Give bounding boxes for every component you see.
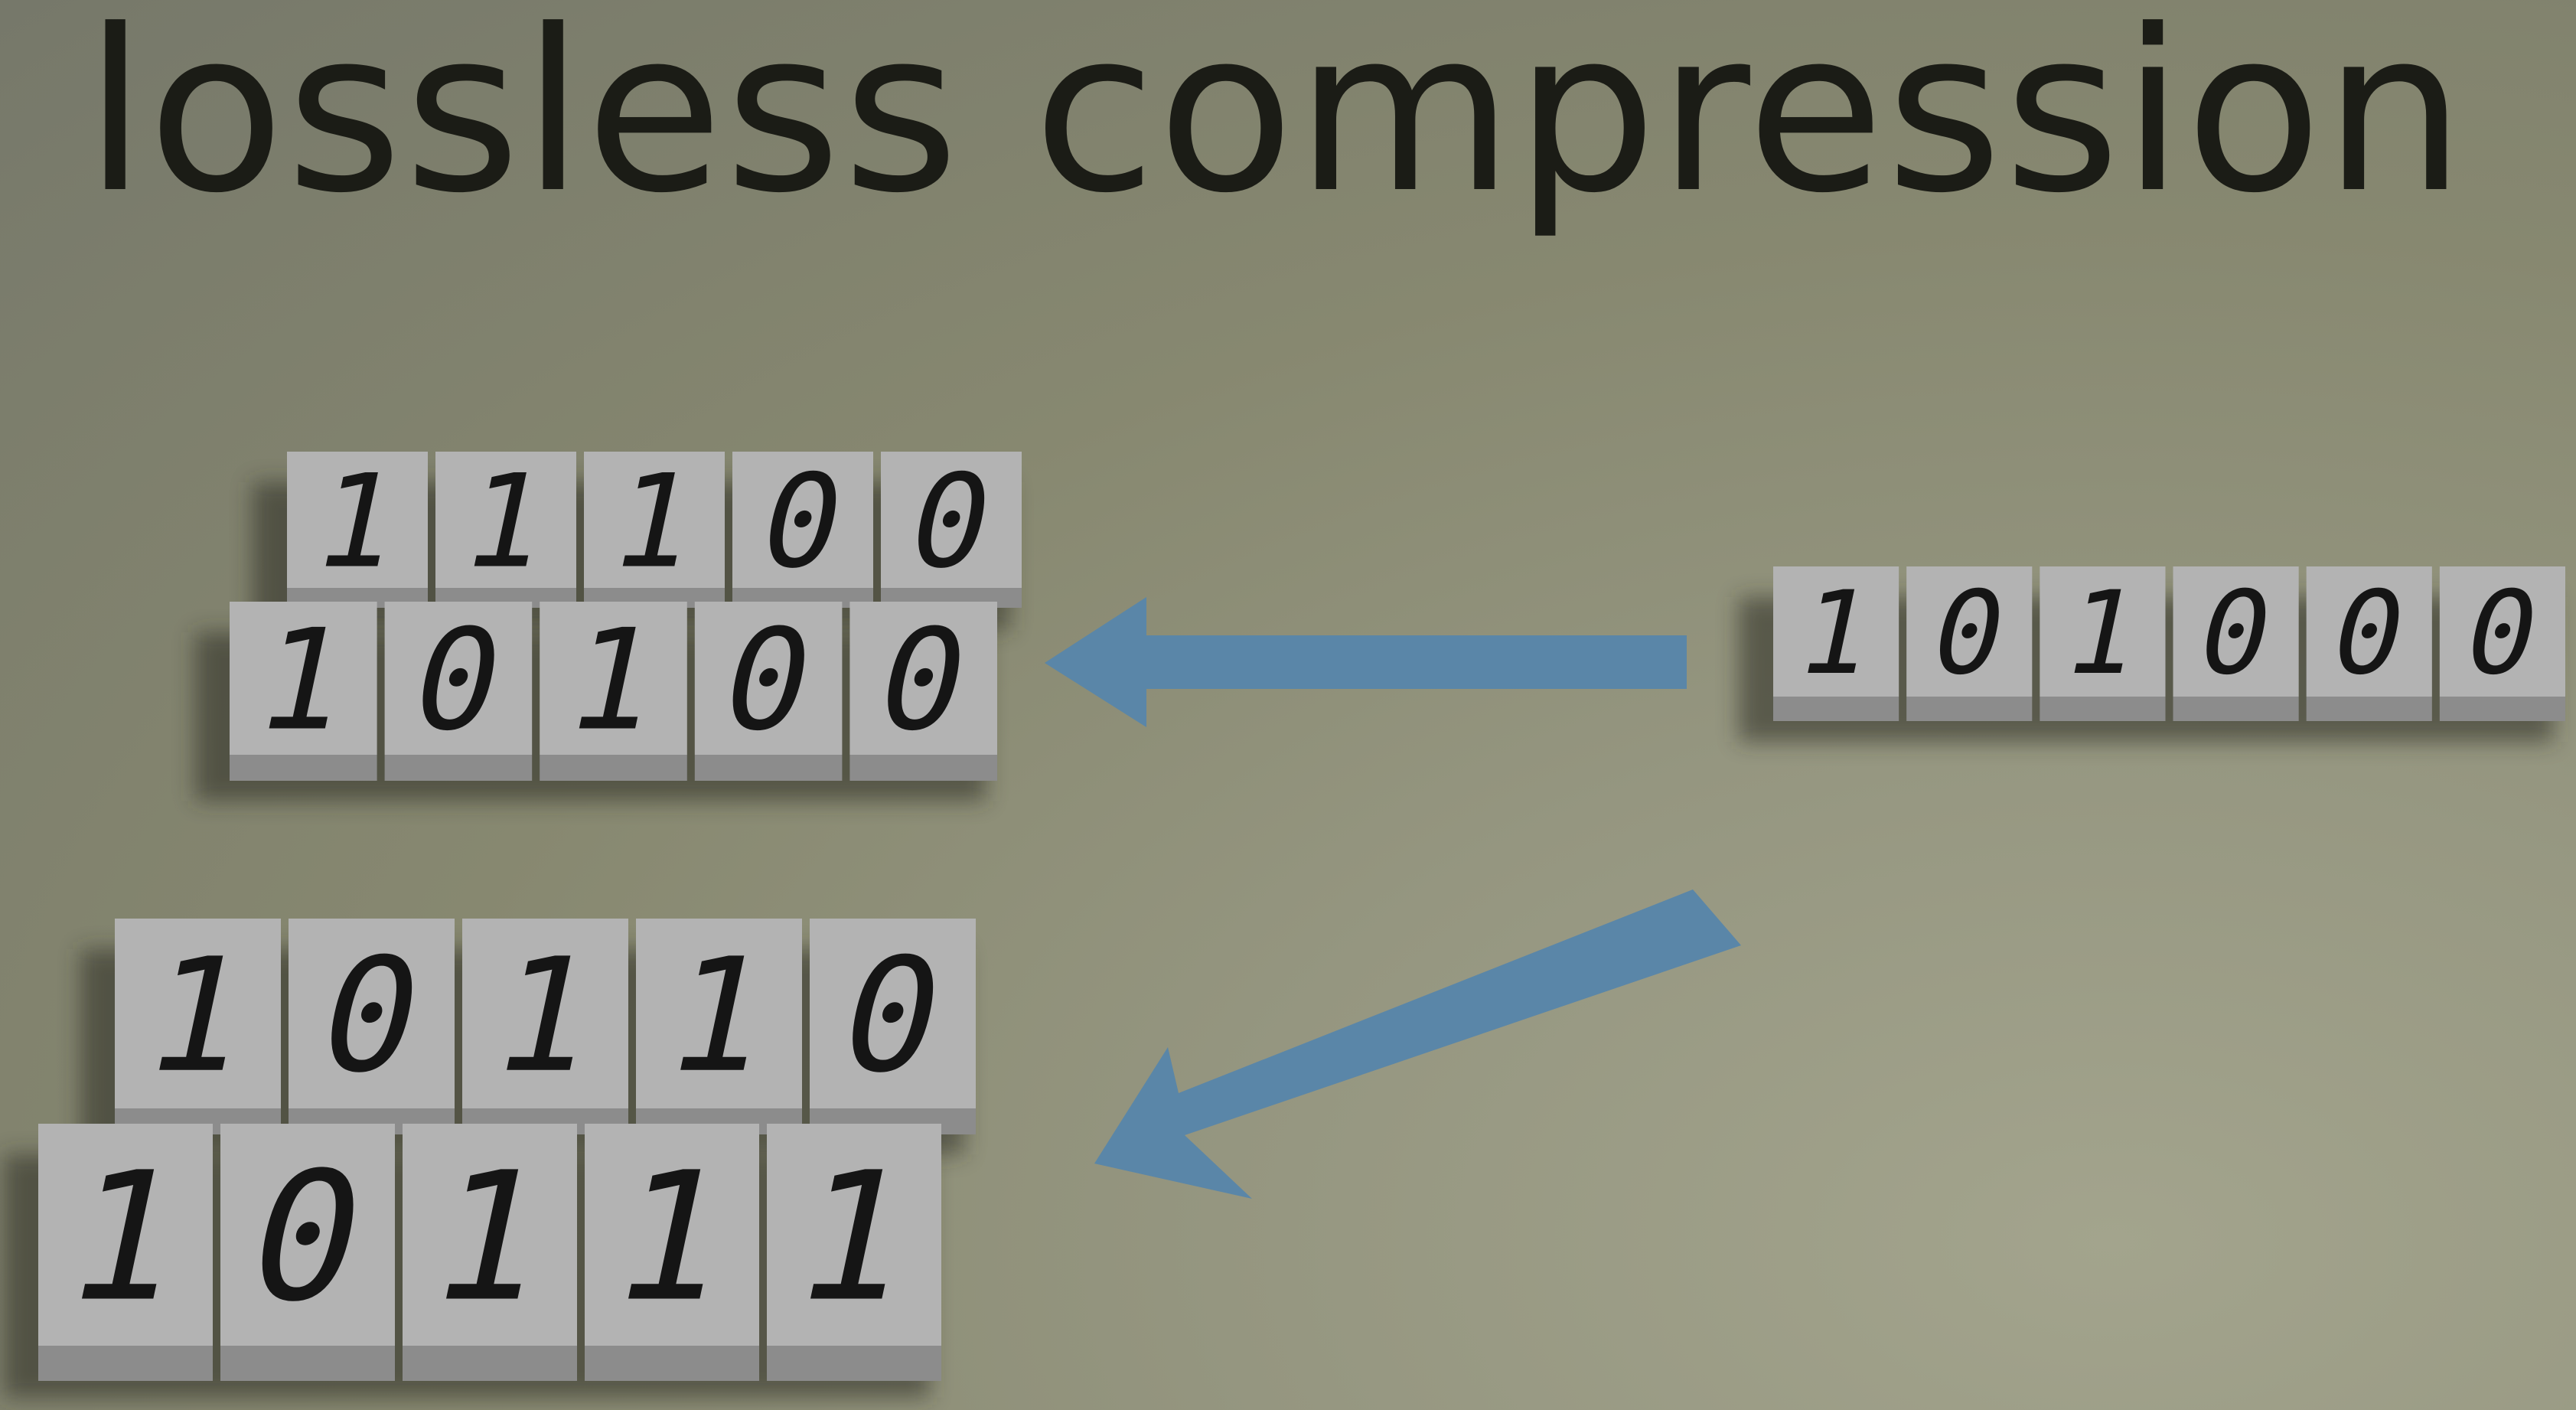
bit-tile: 1 <box>1773 566 1899 721</box>
bit-tile: 1 <box>767 1124 941 1381</box>
tile-top <box>115 919 281 1108</box>
bit-tile: 0 <box>881 447 1022 608</box>
page-title: lossless compression <box>84 0 2467 242</box>
tile-top <box>230 602 377 755</box>
bit-tile: 1 <box>584 447 725 608</box>
tile-top <box>585 1124 759 1346</box>
bit-tile: 0 <box>2439 566 2565 721</box>
tile-top <box>732 452 873 588</box>
tile-top <box>694 602 843 755</box>
tile-front <box>220 1346 395 1381</box>
tile-front <box>767 1346 941 1381</box>
bit-tile: 1 <box>403 1124 577 1381</box>
tile-top <box>384 602 533 755</box>
tile-top <box>767 1124 941 1346</box>
tile-front <box>1773 697 1899 721</box>
tile-top <box>1906 566 2033 697</box>
arrow-to-bottom-output <box>1094 889 1741 1199</box>
bit-tile: 1 <box>462 919 628 1134</box>
bit-tile: 0 <box>849 599 997 781</box>
bit-tile: 1 <box>287 447 428 608</box>
tile-top <box>289 919 455 1108</box>
tile-top <box>287 452 428 588</box>
tile-top <box>2173 566 2299 697</box>
tile-front <box>540 755 687 781</box>
tile-top <box>540 602 687 755</box>
bit-tile: 0 <box>2306 566 2432 721</box>
bit-tile: 0 <box>732 447 873 608</box>
tile-front <box>2439 697 2565 721</box>
tile-top <box>2439 566 2565 697</box>
bit-tile: 0 <box>384 599 533 781</box>
bit-tile: 0 <box>289 919 455 1134</box>
bit-tile: 1 <box>38 1124 213 1381</box>
tile-front <box>384 755 533 781</box>
tile-front <box>230 755 377 781</box>
tile-front <box>2040 697 2166 721</box>
tile-top <box>1773 566 1899 697</box>
tile-front <box>1906 697 2033 721</box>
tile-top <box>849 602 997 755</box>
tile-front <box>2306 697 2432 721</box>
bit-tile: 0 <box>2173 566 2299 721</box>
bit-tile: 1 <box>585 1124 759 1381</box>
tile-top <box>636 919 802 1108</box>
tile-top <box>435 452 576 588</box>
arrow-to-top-output <box>1045 597 1687 727</box>
bit-tile: 0 <box>220 1124 395 1381</box>
bit-tile: 1 <box>230 599 377 781</box>
tile-front <box>585 1346 759 1381</box>
tile-top <box>810 919 976 1108</box>
tile-top <box>881 452 1022 588</box>
tile-top <box>462 919 628 1108</box>
tile-front <box>694 755 843 781</box>
tile-top <box>38 1124 213 1346</box>
bit-tile: 0 <box>694 599 843 781</box>
tile-top <box>2306 566 2432 697</box>
tile-front <box>849 755 997 781</box>
bit-tile: 1 <box>435 447 576 608</box>
bit-tile: 1 <box>115 919 281 1134</box>
bit-tile: 1 <box>2040 566 2166 721</box>
tile-front <box>2173 697 2299 721</box>
tile-top <box>2040 566 2166 697</box>
bit-tile: 1 <box>636 919 802 1134</box>
tile-top <box>403 1124 577 1346</box>
tile-top <box>220 1124 395 1346</box>
tile-front <box>403 1346 577 1381</box>
bit-tile: 1 <box>540 599 687 781</box>
tile-top <box>584 452 725 588</box>
bit-tile: 0 <box>810 919 976 1134</box>
bit-tile: 0 <box>1906 566 2033 721</box>
tile-front <box>38 1346 213 1381</box>
